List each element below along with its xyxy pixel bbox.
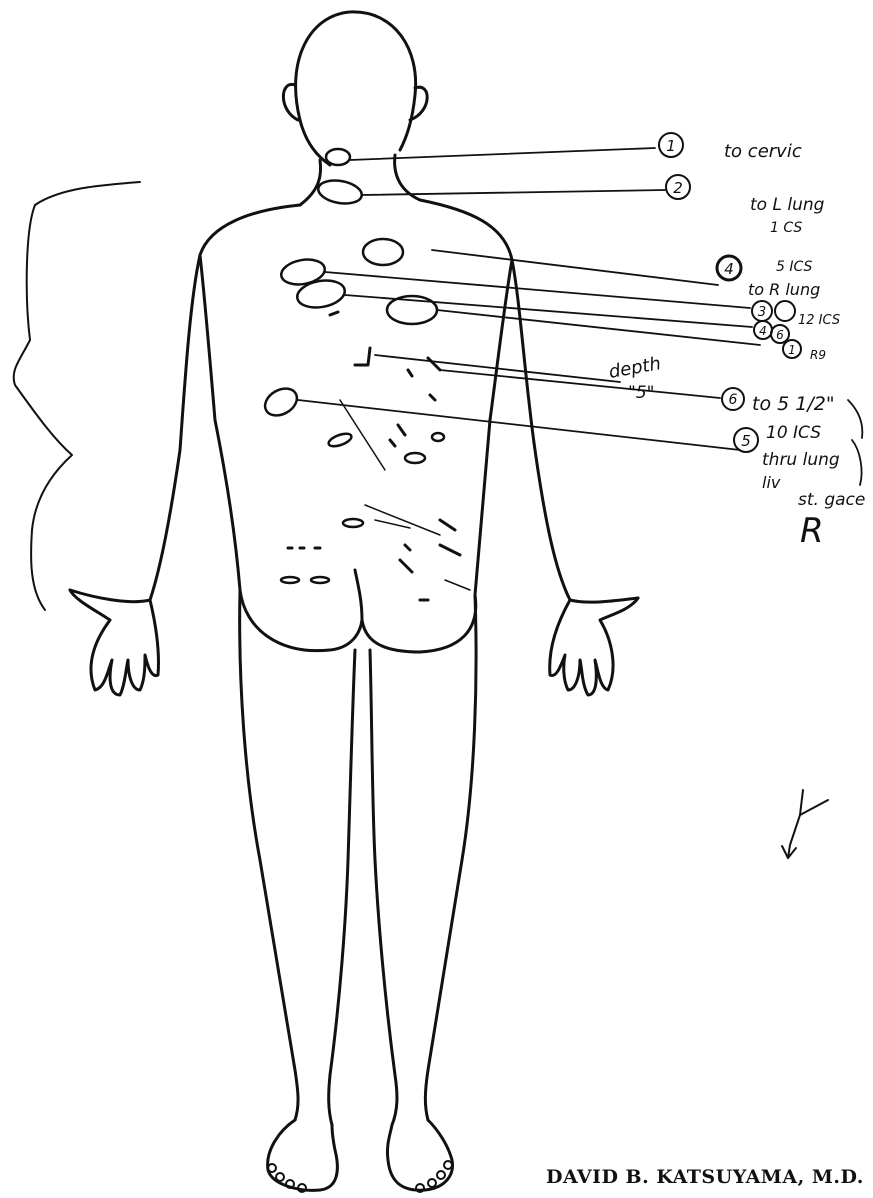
body-outline — [70, 12, 638, 1190]
wound-ellipse — [405, 453, 425, 463]
note: to cervic — [724, 141, 802, 162]
wound-number: 6 — [776, 328, 784, 342]
wound-ellipse — [295, 277, 347, 311]
arrow-mark — [782, 790, 828, 858]
initials: R — [800, 511, 824, 551]
wound-ellipse — [281, 577, 299, 583]
wound-number: 2 — [673, 179, 683, 197]
note: st. gace — [798, 490, 865, 510]
wound-number: 5 — [741, 432, 751, 450]
wound-number: 4 — [759, 324, 767, 338]
margin-hooks — [848, 400, 862, 485]
note: liv — [762, 473, 781, 492]
signature-stamp: DAVID B. KATSUYAMA, M.D. — [546, 1166, 864, 1188]
note: 5 ICS — [776, 259, 813, 275]
wound-number: 3 — [758, 305, 766, 320]
note: thru lung — [762, 450, 840, 470]
depth-value: "5" — [628, 383, 654, 403]
wound-ellipse — [326, 149, 350, 165]
wound-ellipse — [311, 577, 329, 583]
note: to R lung — [748, 280, 820, 299]
wound-marks — [260, 149, 444, 583]
handwritten-notes: to cervic to L lung 1 CS 5 ICS to R lung… — [607, 141, 865, 551]
wound-ellipse — [260, 383, 301, 421]
wound-number: 4 — [724, 260, 734, 278]
wound-number: 1 — [788, 343, 796, 357]
wound-number: 6 — [729, 392, 738, 408]
note: 10 ICS — [766, 423, 821, 443]
depth-label: depth — [607, 353, 662, 383]
note: 12 ICS — [798, 313, 840, 328]
note: R9 — [810, 348, 826, 362]
wound-ellipse — [327, 431, 353, 449]
wound-ellipse — [316, 177, 363, 206]
wound-ellipse — [363, 239, 403, 265]
note: to 5 1/2" — [752, 393, 835, 415]
wound-ellipse — [432, 433, 444, 441]
wound-ellipse — [343, 519, 363, 527]
note: 1 CS — [770, 220, 802, 236]
wound-number: 1 — [666, 137, 676, 155]
wound-ellipse — [279, 256, 326, 287]
note: to L lung — [750, 195, 825, 215]
margin-bracket — [14, 182, 140, 610]
